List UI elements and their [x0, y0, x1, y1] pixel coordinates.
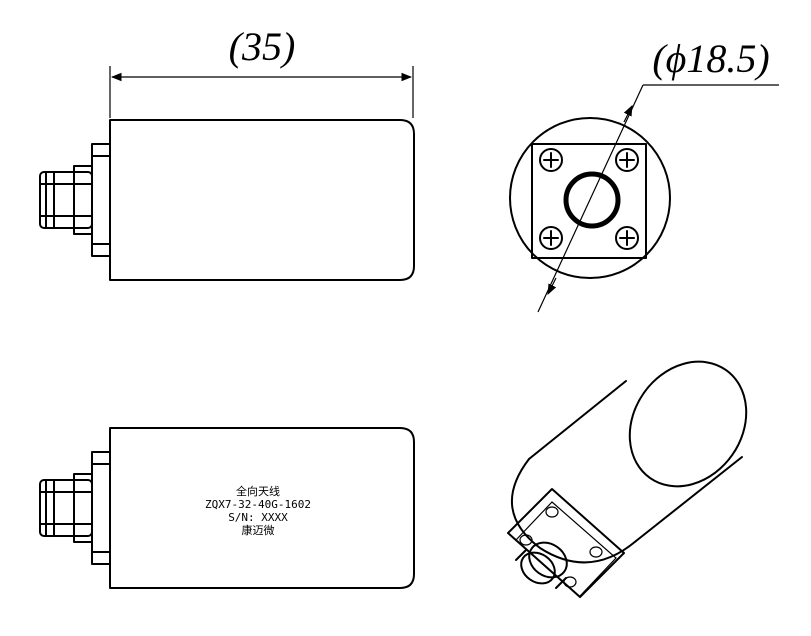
- label-line-2: ZQX7-32-40G-1602: [205, 498, 311, 511]
- length-dimension: (35): [109, 24, 414, 118]
- screw-bottom-left: [539, 226, 563, 250]
- antenna-body-outline: [109, 119, 415, 281]
- side-view-top: (35): [39, 24, 415, 281]
- body-circle: [509, 117, 671, 279]
- antenna-body-outline-labeled: [109, 427, 415, 589]
- diameter-dimension-text: (ϕ18.5): [652, 36, 769, 81]
- product-label: 全向天线 ZQX7-32-40G-1602 S/N: XXXX 康迈微: [205, 484, 311, 537]
- connector-ring: [563, 171, 621, 229]
- length-dimension-text: (35): [229, 24, 296, 69]
- isometric-view: [507, 360, 748, 598]
- iso-connector: [515, 541, 568, 589]
- side-view-bottom: 全向天线 ZQX7-32-40G-1602 S/N: XXXX 康迈微: [39, 427, 415, 589]
- screw-top-right: [615, 148, 639, 172]
- screw-top-left: [539, 148, 563, 172]
- label-line-3: S/N: XXXX: [228, 511, 288, 524]
- flange-outline: [91, 143, 111, 257]
- connector: [39, 165, 93, 235]
- screw-bottom-right: [615, 226, 639, 250]
- label-line-4: 康迈微: [242, 523, 275, 537]
- end-view: (ϕ18.5): [509, 36, 779, 313]
- diameter-dimension: (ϕ18.5): [537, 36, 779, 313]
- label-line-1: 全向天线: [236, 484, 280, 498]
- iso-flange: [507, 488, 625, 598]
- connector-bottom: [39, 473, 93, 543]
- square-flange: [531, 143, 647, 259]
